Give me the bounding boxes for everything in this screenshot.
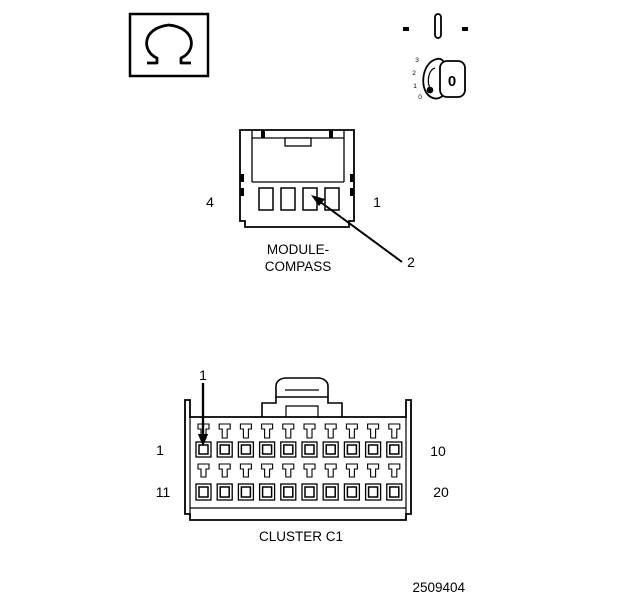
cluster-lock-tab-top-2 xyxy=(218,423,231,439)
ignition-position-1: 1 xyxy=(413,83,417,90)
cluster-lock-tab-top-6 xyxy=(303,423,316,439)
cluster-terminal-12 xyxy=(219,486,230,498)
cluster-pin-20-label: 20 xyxy=(433,484,449,500)
cluster-lock-tab-bottom-15 xyxy=(282,463,295,478)
cluster-pin-1-label: 1 xyxy=(156,442,164,458)
cluster-lock-tab-top-8 xyxy=(345,423,358,439)
cluster-terminal-8 xyxy=(346,444,358,455)
cluster-lock-tab-bottom-20 xyxy=(388,463,401,478)
cluster-terminal-4 xyxy=(261,444,273,455)
cluster-lock-tab-bottom-18 xyxy=(345,463,358,478)
cluster-terminal-6 xyxy=(304,444,315,455)
cluster-terminal-1 xyxy=(198,444,209,455)
cluster-lock-tab-top-5 xyxy=(282,423,295,439)
cluster-terminal-7 xyxy=(325,444,336,455)
compass-caption-line2: COMPASS xyxy=(265,259,332,274)
cluster-terminal-13 xyxy=(240,486,252,498)
cluster-lock-tab-bottom-16 xyxy=(303,463,316,478)
cluster-callout-arrow-head xyxy=(198,434,208,446)
cluster-lock-tab-bottom-12 xyxy=(218,463,231,478)
compass-callout-label: 2 xyxy=(407,254,415,270)
compass-cavity-3 xyxy=(280,187,296,211)
ignition-switch-icon: 0 3 2 1 0 xyxy=(403,13,468,101)
cluster-lock-tab-bottom-13 xyxy=(239,463,252,478)
cluster-lock-tab-top-9 xyxy=(367,423,380,439)
cluster-terminal-14 xyxy=(261,486,273,498)
cluster-lock-tab-top-7 xyxy=(324,423,337,439)
cluster-lock-tab-top-4 xyxy=(261,423,274,439)
figure-number: 2509404 xyxy=(412,580,465,595)
ignition-position-3: 3 xyxy=(415,57,419,64)
ignition-position-0: 0 xyxy=(418,94,422,101)
cluster-pin-grid xyxy=(195,423,403,501)
cluster-lock-tab-bottom-19 xyxy=(367,463,380,478)
cluster-terminal-16 xyxy=(304,486,315,498)
cluster-terminal-19 xyxy=(367,486,379,498)
compass-pin-right-label: 1 xyxy=(373,194,381,210)
cluster-terminal-18 xyxy=(346,486,358,498)
compass-cavity-4 xyxy=(258,187,274,211)
cluster-lock-tab-bottom-17 xyxy=(324,463,337,478)
cluster-pin-10-label: 10 xyxy=(430,443,446,459)
compass-pin-left-label: 4 xyxy=(206,194,214,210)
compass-connector xyxy=(239,129,403,263)
cluster-terminal-5 xyxy=(283,444,294,455)
cluster-terminal-20 xyxy=(389,486,400,498)
cluster-terminal-15 xyxy=(283,486,294,498)
cluster-lock-tab-top-3 xyxy=(239,423,252,439)
ohm-icon xyxy=(128,12,210,78)
cluster-callout-label: 1 xyxy=(199,367,207,383)
cluster-lock-tab-top-10 xyxy=(388,423,401,439)
cluster-terminal-3 xyxy=(240,444,252,455)
cluster-connector xyxy=(184,377,412,521)
cluster-lock-tab-bottom-11 xyxy=(197,463,210,478)
cluster-pin-11-label: 11 xyxy=(156,484,171,500)
cluster-terminal-2 xyxy=(219,444,230,455)
ignition-key-letter: 0 xyxy=(448,73,456,90)
cluster-lock-tab-bottom-14 xyxy=(261,463,274,478)
compass-caption-line1: MODULE- xyxy=(267,242,329,257)
cluster-terminal-17 xyxy=(325,486,336,498)
cluster-caption: CLUSTER C1 xyxy=(259,529,343,544)
cluster-terminal-10 xyxy=(389,444,400,455)
cluster-terminal-11 xyxy=(198,486,209,498)
cluster-terminal-9 xyxy=(367,444,379,455)
ignition-position-2: 2 xyxy=(412,70,416,77)
